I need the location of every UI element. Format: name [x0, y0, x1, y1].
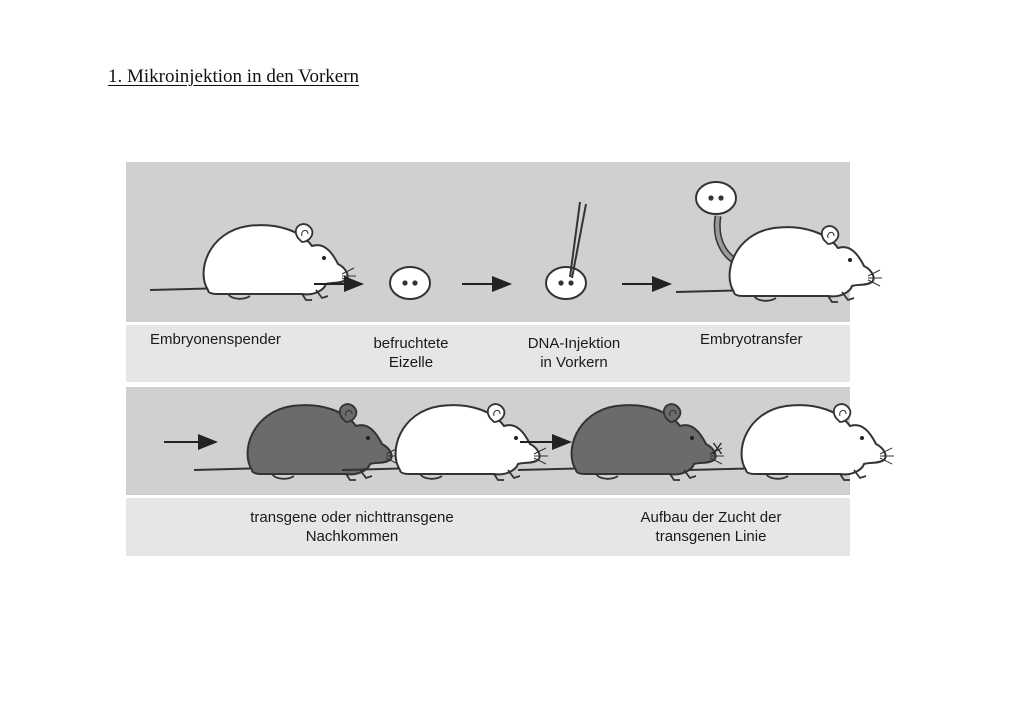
label-line: befruchtete [364, 334, 458, 353]
label-dna-injection: DNA-Injektion in Vorkern [514, 334, 634, 372]
label-breeding: Aufbau der Zucht der transgenen Linie [600, 508, 822, 546]
label-line: transgene oder nichttransgene [212, 508, 492, 527]
label-fertilized-egg: befruchtete Eizelle [364, 334, 458, 372]
label-offspring: transgene oder nichttransgene Nachkommen [212, 508, 492, 546]
label-embryo-transfer: Embryotransfer [700, 330, 803, 349]
label-embryo-donor: Embryonenspender [150, 330, 281, 349]
donor-mouse-icon [150, 224, 356, 300]
recipient-mouse-icon [676, 226, 882, 302]
label-line: Eizelle [364, 353, 458, 372]
label-line: transgenen Linie [600, 527, 822, 546]
cross-symbol: X [712, 441, 723, 458]
figure-artwork: X [126, 162, 850, 556]
dna-injection-icon [546, 202, 586, 299]
label-line: in Vorkern [514, 353, 634, 372]
microinjection-figure: X Embryonenspender befruchtete Eizelle D… [126, 162, 850, 556]
label-line: DNA-Injektion [514, 334, 634, 353]
label-line: Aufbau der Zucht der [600, 508, 822, 527]
fertilized-egg-icon [390, 267, 430, 299]
label-line: Nachkommen [212, 527, 492, 546]
page-title: 1. Mikroinjektion in den Vorkern [108, 66, 359, 88]
